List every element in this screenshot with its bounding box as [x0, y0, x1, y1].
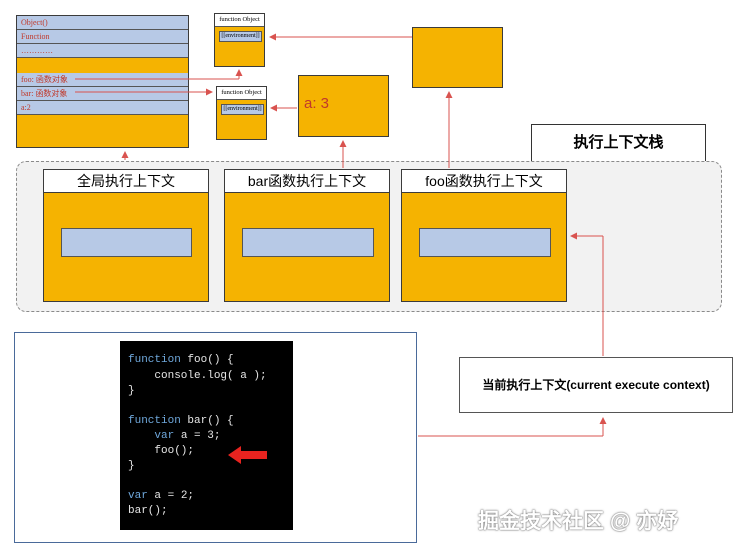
- bar-function-object-title: function Object: [217, 87, 266, 100]
- code-line-7: }: [128, 460, 135, 472]
- code-text: foo() {: [180, 354, 234, 366]
- global-row-object: Object(): [17, 16, 188, 30]
- foo-function-object-title: function Object: [215, 14, 264, 27]
- foo-context-title: foo函数执行上下文: [402, 170, 566, 193]
- foo-context: foo函数执行上下文: [401, 169, 567, 302]
- code-text: bar() {: [180, 415, 234, 427]
- stack-label: 执行上下文栈: [531, 124, 706, 162]
- foo-function-object: function Object [[environment]]: [214, 13, 265, 67]
- global-row-ellipsis: …………: [17, 44, 188, 58]
- code-line-3: }: [128, 385, 135, 397]
- global-row-function: Function: [17, 30, 188, 44]
- global-object: Object() Function ………… foo: 函数对象 bar: 函数…: [16, 15, 189, 148]
- code-line-1: function foo() {: [128, 354, 234, 367]
- code-keyword: function: [128, 415, 181, 427]
- code-keyword: var: [128, 490, 148, 502]
- code-text: a = 3;: [174, 430, 221, 442]
- current-line-marker: [228, 446, 267, 464]
- bar-function-object: function Object [[environment]]: [216, 86, 267, 140]
- bar-environment-slot: [[environment]]: [221, 104, 264, 115]
- bar-context-slot: [242, 228, 374, 257]
- bar-context: bar函数执行上下文: [224, 169, 390, 302]
- code-line-2: console.log( a );: [128, 370, 267, 382]
- foo-variable-object: [412, 27, 503, 88]
- global-context: 全局执行上下文: [43, 169, 209, 302]
- foo-environment-slot: [[environment]]: [219, 31, 262, 42]
- code-line-6: foo();: [128, 445, 195, 457]
- bar-context-title: bar函数执行上下文: [225, 170, 389, 193]
- code-line-4: function bar() {: [128, 415, 234, 428]
- code-keyword: var: [154, 430, 175, 442]
- code-keyword: function: [128, 354, 181, 366]
- bar-variable-object: a: 3: [298, 75, 389, 137]
- current-context-box: 当前执行上下文(current execute context): [459, 357, 733, 413]
- global-context-title: 全局执行上下文: [44, 170, 208, 193]
- global-row-foo: foo: 函数对象: [17, 73, 188, 87]
- code-text: a = 2;: [147, 490, 195, 502]
- watermark: 掘金技术社区 @ 亦妤: [478, 510, 679, 533]
- code-line-9: bar();: [128, 505, 168, 517]
- global-context-slot: [61, 228, 192, 257]
- code-line-8: var a = 2;: [128, 490, 194, 503]
- bar-variable-a: a: 3: [304, 95, 330, 112]
- global-row-a: a:2: [17, 101, 188, 115]
- code-block: function foo() { console.log( a ); } fun…: [120, 341, 293, 530]
- code-line-5: var a = 3;: [128, 430, 220, 443]
- foo-context-slot: [419, 228, 551, 257]
- global-row-bar: bar: 函数对象: [17, 87, 188, 101]
